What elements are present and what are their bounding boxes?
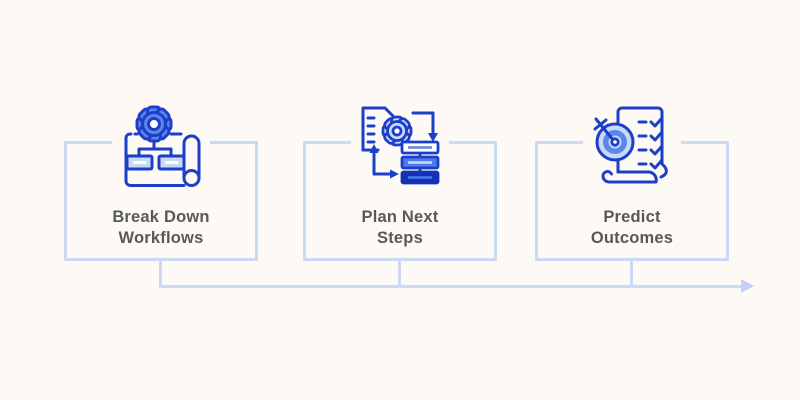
step-label-line: Workflows (118, 229, 204, 247)
step-card-plan-next-steps: Plan Next Steps (303, 104, 497, 261)
step-card-predict-outcomes: Predict Outcomes (535, 104, 729, 261)
step-label-line: Break Down (112, 208, 210, 226)
connector-stem-1 (159, 259, 162, 287)
step-label: Predict Outcomes (538, 207, 726, 249)
step-label-line: Outcomes (590, 229, 674, 247)
flow-connector-line (159, 285, 743, 288)
step-card-break-down-workflows: Break Down Workflows (64, 104, 258, 261)
connector-stem-2 (398, 259, 401, 287)
step-label-line: Predict (603, 208, 661, 226)
target-checklist-scroll-icon (583, 104, 681, 188)
document-gear-server-arrows-icon (351, 104, 449, 188)
arrow-right-icon (741, 279, 754, 293)
step-label-line: Plan Next (361, 208, 439, 226)
step-label: Break Down Workflows (67, 207, 255, 249)
workflow-blueprint-gear-icon (112, 104, 210, 188)
connector-stem-3 (630, 259, 633, 287)
step-label-line: Steps (377, 229, 423, 247)
step-label: Plan Next Steps (306, 207, 494, 249)
